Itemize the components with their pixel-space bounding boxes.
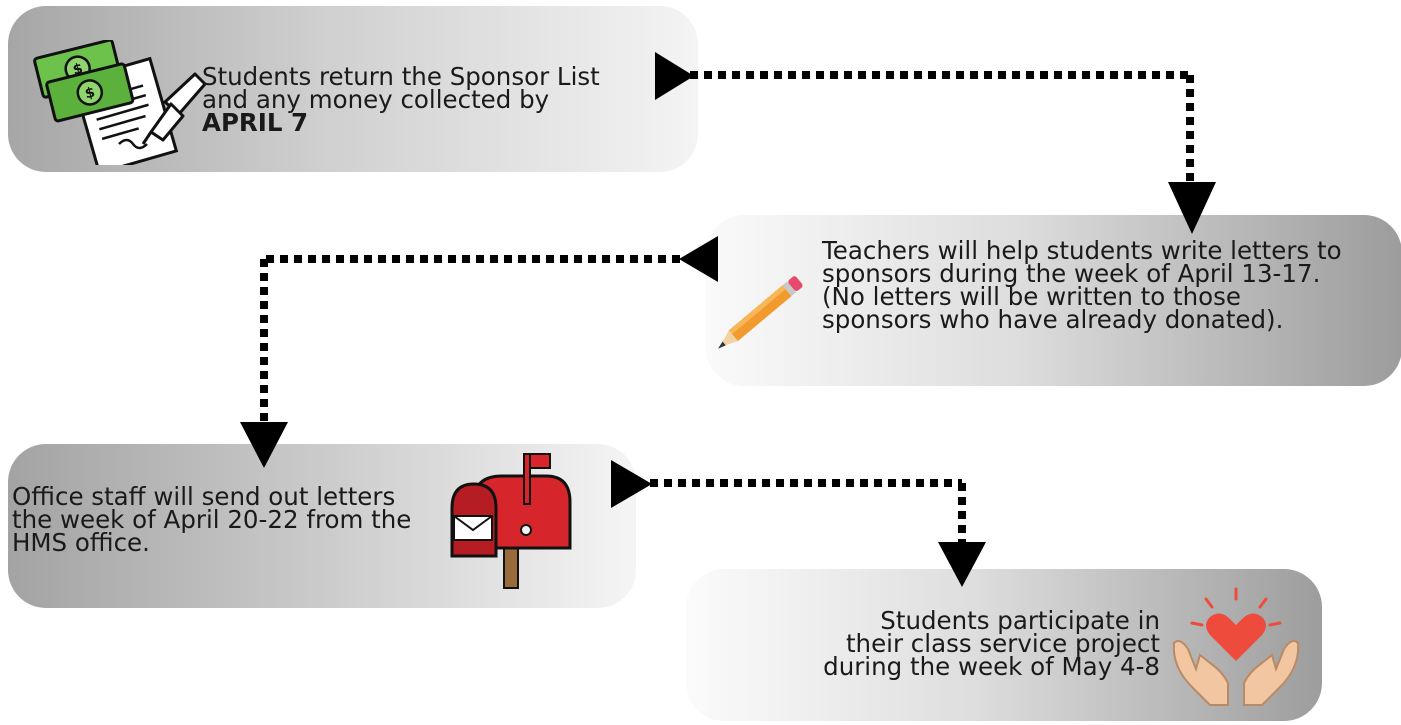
arrowhead-left-2 xyxy=(679,236,718,282)
step-2-line-2: sponsors during the week of April 13-17. xyxy=(822,259,1321,288)
arrowhead-down-1 xyxy=(1168,182,1216,234)
step-4-line-2: their class service project xyxy=(845,629,1160,658)
step-2-line-3: (No letters will be written to those xyxy=(822,282,1241,311)
step-1-box: $ $ Students return the Sponsor List and… xyxy=(8,6,698,172)
step-3-box: Office staff will send out letters the w… xyxy=(8,444,636,608)
step-2-line-1: Teachers will help students write letter… xyxy=(822,236,1342,265)
step-4-box: Students participate in their class serv… xyxy=(686,569,1322,721)
step-2-box: Teachers will help students write letter… xyxy=(706,215,1401,386)
step-4-line-1: Students participate in xyxy=(880,606,1160,635)
step-2-line-4: sponsors who have already donated). xyxy=(822,305,1284,334)
pencil-icon xyxy=(718,276,803,349)
money-document-icon: $ $ xyxy=(33,40,207,165)
heart-hands-icon xyxy=(1172,587,1300,706)
step-1-deadline: APRIL 7 xyxy=(202,108,309,137)
svg-text:$: $ xyxy=(83,84,96,102)
step-3-line-2: the week of April 20-22 from the xyxy=(12,505,412,534)
step-1-line-1: Students return the Sponsor List xyxy=(202,62,600,91)
step-1-line-2: and any money collected by xyxy=(202,85,550,114)
mailbox-icon xyxy=(450,453,572,589)
connector-1 xyxy=(690,71,1194,182)
connector-2 xyxy=(260,255,680,422)
connector-3 xyxy=(650,479,966,544)
step-3-line-1: Office staff will send out letters xyxy=(12,482,396,511)
step-3-line-3: HMS office. xyxy=(12,528,150,557)
arrowhead-right-1 xyxy=(655,52,694,100)
arrowhead-down-2 xyxy=(240,422,288,468)
step-4-line-3: during the week of May 4-8 xyxy=(823,652,1160,681)
arrowhead-down-3 xyxy=(938,542,986,587)
arrowhead-right-3 xyxy=(611,460,652,508)
